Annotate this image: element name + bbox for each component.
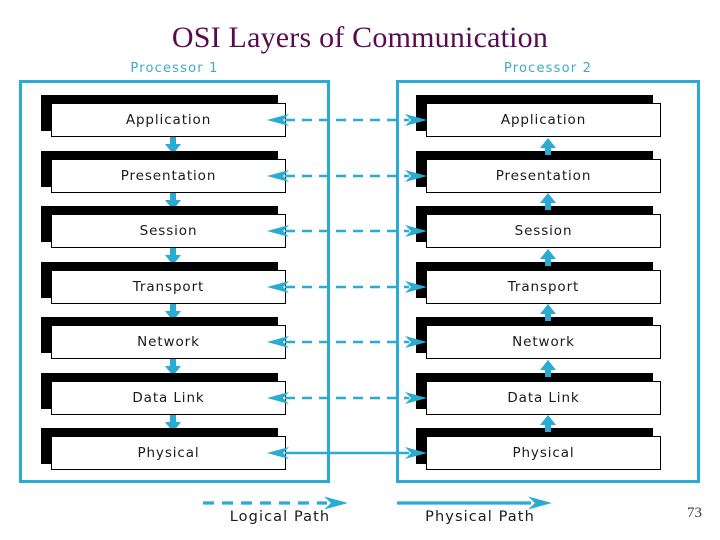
layer-row[interactable]: Application: [19, 89, 330, 154]
processor-2-caption: Processor 2: [503, 61, 593, 76]
layer-row[interactable]: Network: [19, 311, 330, 376]
legend-label-logical-path: Logical Path: [229, 509, 331, 525]
flow-arrow-up-icon: [539, 359, 557, 377]
layer-box-network[interactable]: Network: [51, 325, 286, 359]
page-number: 73: [687, 505, 702, 521]
page-title: OSI Layers of Communication: [171, 21, 549, 54]
layer-box-transport[interactable]: Transport: [51, 269, 286, 304]
layer-box-session[interactable]: Session: [51, 214, 286, 248]
processor-1-caption: Processor 1: [130, 61, 219, 76]
layer-label: Transport: [507, 278, 580, 295]
flow-arrow-up-icon: [539, 303, 557, 321]
layer-label: Session: [514, 223, 573, 239]
layer-label: Data Link: [132, 389, 205, 406]
layer-label: Network: [137, 334, 200, 350]
flow-arrow-down-icon: [164, 137, 182, 155]
peer-link-session: [267, 223, 427, 239]
layer-row[interactable]: Network: [396, 304, 700, 367]
layer-box-data-link[interactable]: Data Link: [426, 380, 661, 415]
layer-label: Data Link: [507, 389, 580, 406]
layer-label: Presentation: [495, 167, 592, 184]
solid-arrow-right-icon: [385, 496, 575, 510]
layer-row[interactable]: Session: [19, 200, 330, 265]
layer-row[interactable]: Presentation: [19, 145, 330, 210]
layer-row[interactable]: Application: [396, 89, 700, 145]
peer-link-presentation: [267, 168, 427, 184]
peer-link-data-link: [267, 390, 427, 406]
layer-label: Transport: [132, 278, 205, 295]
layer-box-application[interactable]: Application: [426, 103, 661, 137]
layer-box-data-link[interactable]: Data Link: [51, 380, 286, 415]
layer-label: Session: [139, 223, 198, 239]
layer-box-physical[interactable]: Physical: [51, 436, 286, 470]
layer-label: Application: [500, 112, 587, 128]
legend-item-physical-path: Physical Path: [385, 496, 575, 525]
peer-link-physical: [267, 445, 427, 461]
processor-2-container: [396, 80, 700, 483]
legend: Logical Path Physical Path: [0, 496, 720, 540]
layer-row[interactable]: Physical: [396, 415, 700, 478]
flow-arrow-up-icon: [539, 137, 557, 155]
flow-arrow-down-icon: [164, 359, 182, 377]
layer-label: Application: [125, 112, 212, 128]
layer-row[interactable]: Transport: [396, 248, 700, 312]
layer-box-network[interactable]: Network: [426, 325, 661, 359]
layer-box-session[interactable]: Session: [426, 214, 661, 248]
layer-box-presentation[interactable]: Presentation: [51, 158, 286, 193]
layer-row[interactable]: Data Link: [396, 359, 700, 423]
layer-row[interactable]: Data Link: [19, 367, 330, 432]
peer-link-application: [267, 112, 427, 128]
flow-arrow-down-icon: [164, 192, 182, 211]
layer-row[interactable]: Transport: [19, 256, 330, 321]
flow-arrow-down-icon: [164, 248, 182, 266]
flow-arrow-up-icon: [539, 192, 557, 210]
layer-box-application[interactable]: Application: [51, 103, 286, 137]
legend-item-logical-path: Logical Path: [185, 496, 375, 525]
legend-label-physical-path: Physical Path: [425, 509, 535, 525]
layer-row[interactable]: Physical: [19, 422, 330, 478]
layer-row[interactable]: Session: [396, 193, 700, 256]
peer-link-transport: [267, 279, 427, 295]
layer-label: Physical: [137, 445, 200, 461]
dashed-arrow-right-icon: [185, 496, 375, 510]
layer-label: Physical: [512, 445, 575, 461]
layer-box-transport[interactable]: Transport: [426, 269, 661, 304]
flow-arrow-down-icon: [164, 414, 182, 433]
processor-1-container: [19, 80, 330, 483]
flow-arrow-up-icon: [539, 248, 557, 266]
layer-box-physical[interactable]: Physical: [426, 436, 661, 470]
layer-label: Presentation: [120, 167, 217, 184]
layer-box-presentation[interactable]: Presentation: [426, 158, 661, 193]
layer-label: Network: [512, 334, 575, 350]
peer-link-network: [267, 334, 427, 350]
flow-arrow-up-icon: [539, 414, 557, 432]
layer-row[interactable]: Presentation: [396, 137, 700, 201]
flow-arrow-down-icon: [164, 303, 182, 322]
